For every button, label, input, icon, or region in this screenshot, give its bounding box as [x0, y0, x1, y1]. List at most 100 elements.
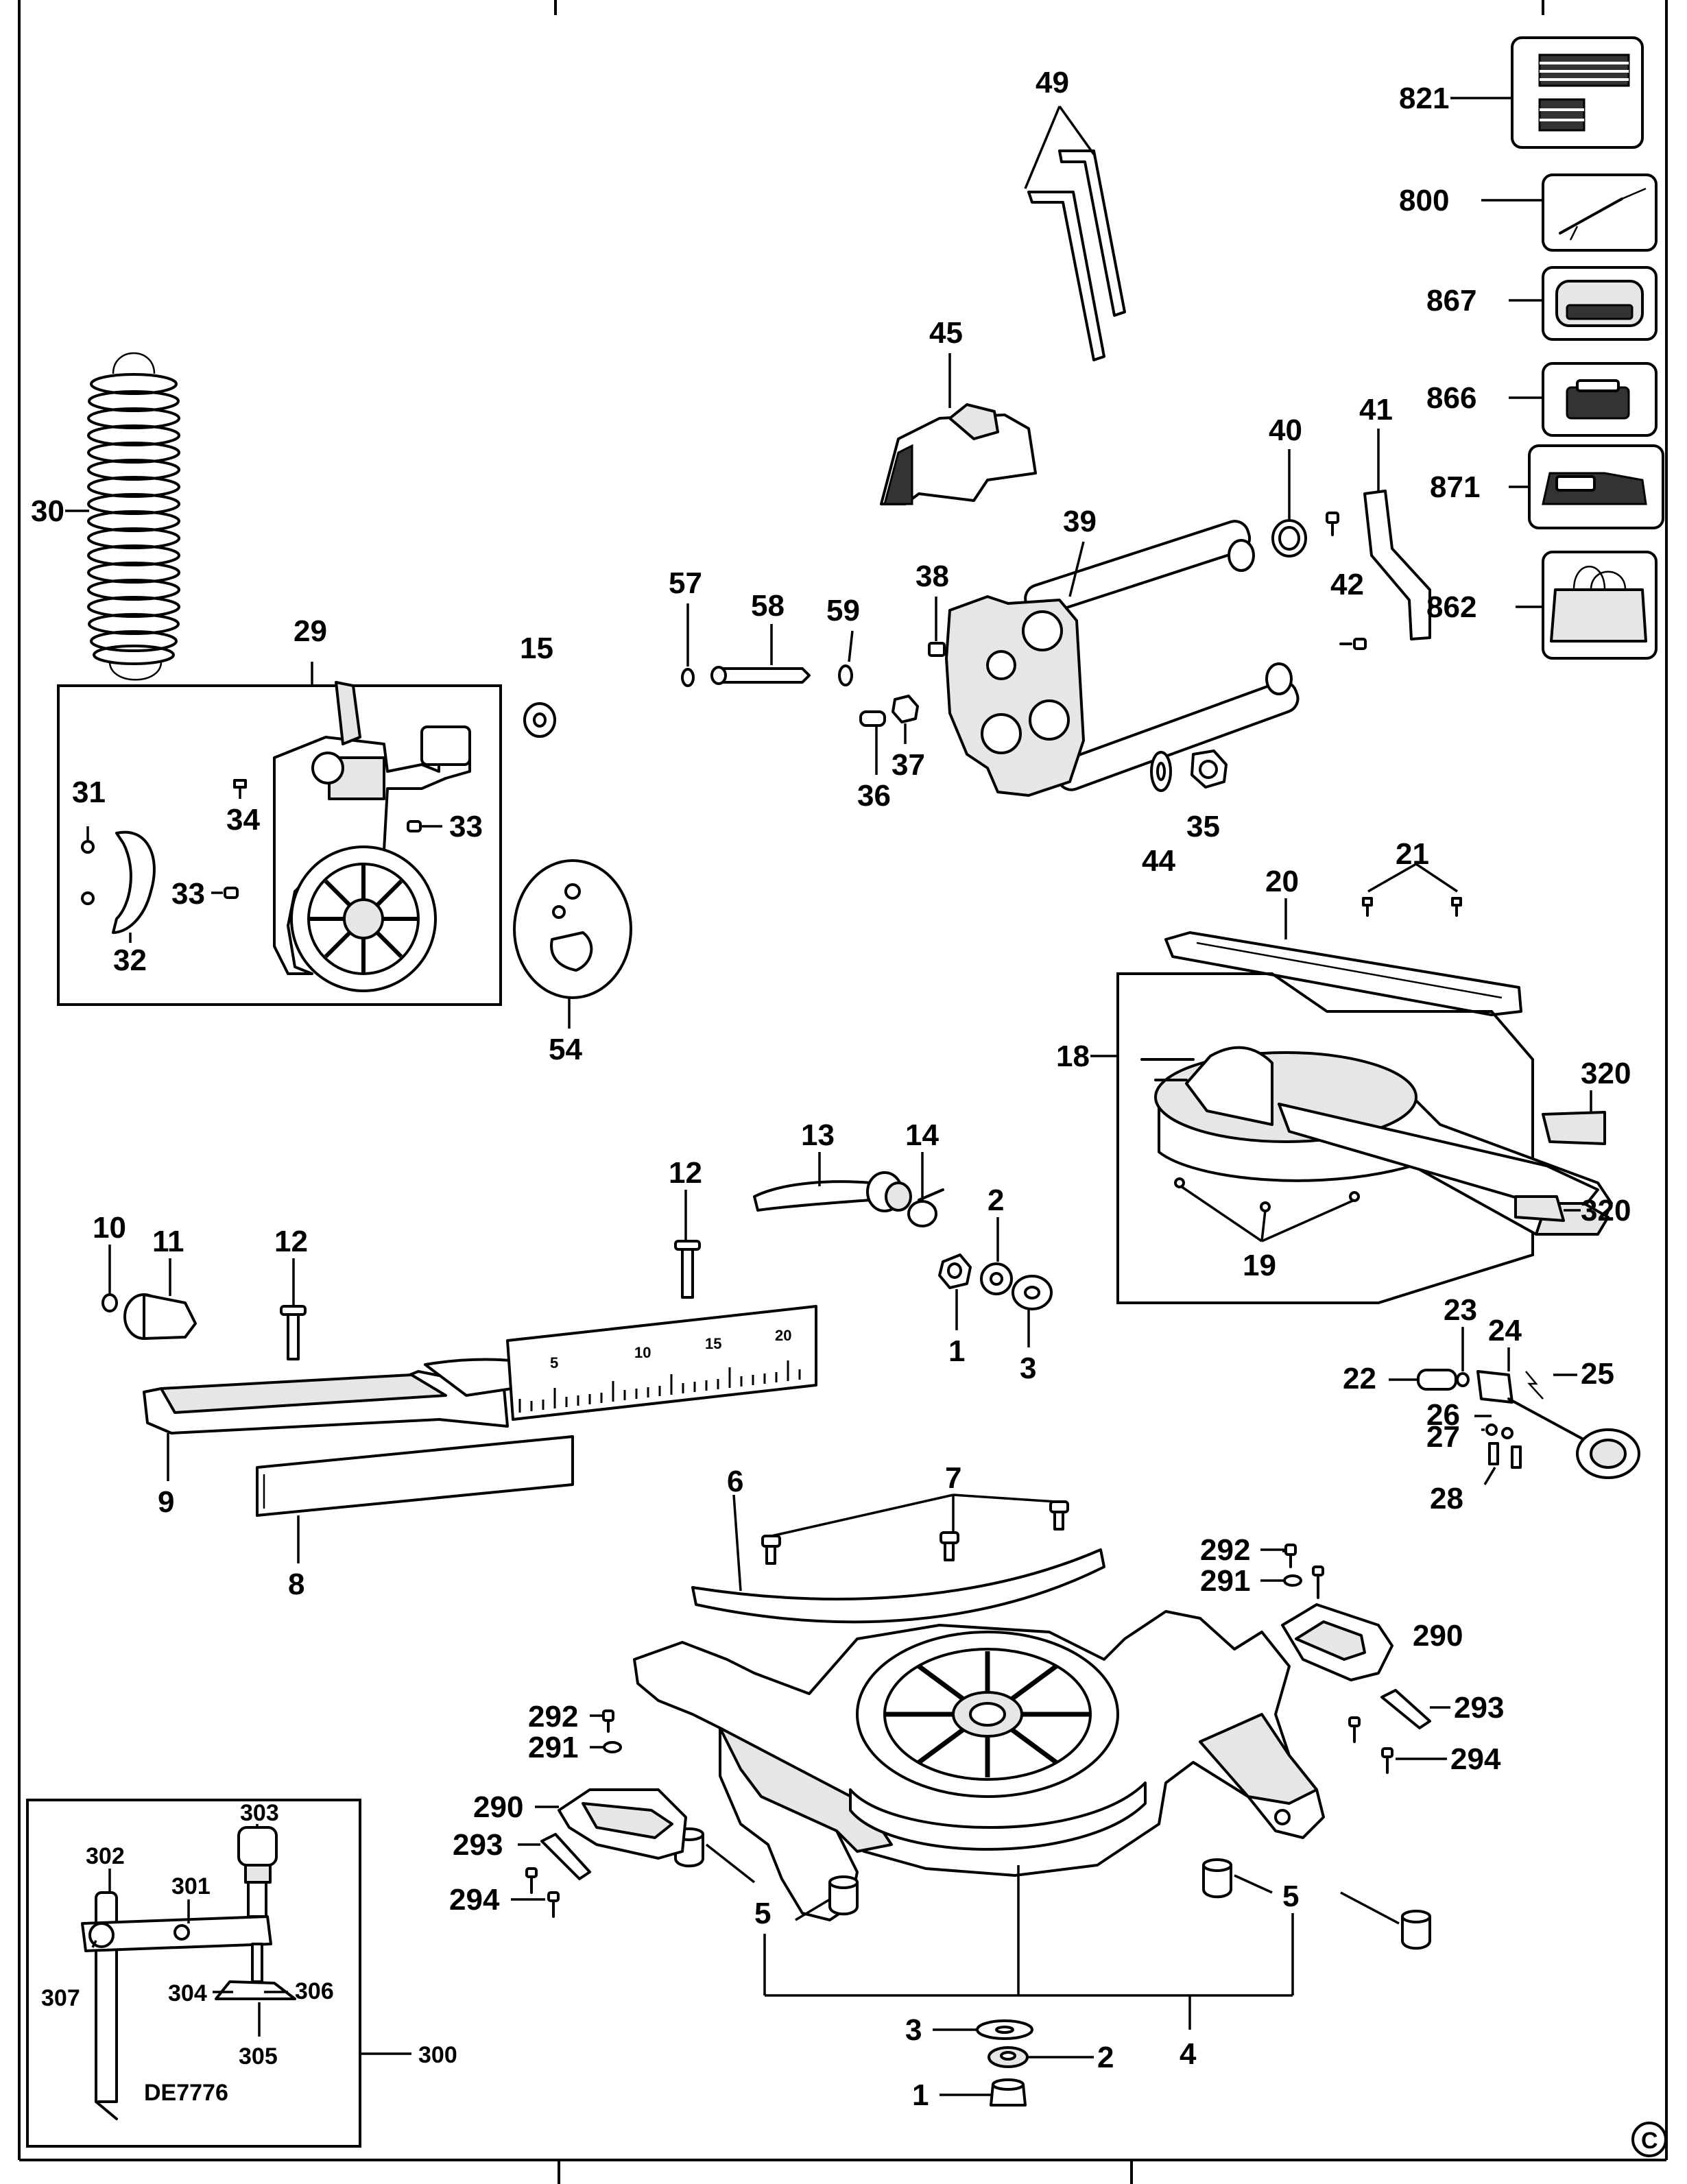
label-3b: 3	[905, 2013, 922, 2047]
washer-3b	[933, 2019, 1033, 2040]
disc-54	[513, 859, 632, 1029]
clip-59	[838, 630, 854, 686]
label-58: 58	[751, 589, 785, 623]
label-19: 19	[1243, 1249, 1276, 1282]
label-57: 57	[669, 566, 702, 600]
arm-bracket-29-box	[57, 662, 502, 1006]
scale-tick-5: 5	[550, 1354, 558, 1371]
nut-1a	[938, 1253, 972, 1330]
label-866: 866	[1426, 381, 1476, 415]
label-300: 300	[418, 2042, 457, 2068]
label-862: 862	[1426, 590, 1476, 624]
clamp-290-right	[1281, 1550, 1393, 1681]
label-7: 7	[945, 1461, 961, 1495]
label-320a: 320	[1581, 1057, 1631, 1090]
label-37: 37	[892, 748, 925, 782]
fence-9	[143, 1358, 536, 1481]
clip-293-left	[518, 1833, 591, 1880]
handle-41	[1363, 429, 1431, 640]
label-14: 14	[905, 1118, 939, 1152]
label-33b: 33	[171, 877, 205, 911]
label-867: 867	[1426, 284, 1476, 317]
scale-tick-10: 10	[634, 1344, 651, 1361]
knob-10	[101, 1245, 118, 1312]
label-8: 8	[288, 1568, 304, 1601]
insert-320a	[1542, 1090, 1606, 1145]
accessory-800-box	[1481, 173, 1658, 252]
page-frame	[18, 0, 1668, 2184]
washer-3a	[1012, 1275, 1053, 1347]
label-9: 9	[158, 1485, 174, 1519]
label-45: 45	[929, 316, 963, 350]
fence-20	[1164, 898, 1522, 1016]
scale-tick-20: 20	[775, 1327, 791, 1344]
label-2a: 2	[988, 1184, 1004, 1217]
clamp-290-left	[535, 1788, 687, 1860]
label-26: 26	[1426, 1398, 1460, 1432]
screw-294-left	[511, 1867, 560, 1918]
label-sheet-821	[1450, 36, 1644, 149]
screw-292-right	[1260, 1544, 1297, 1568]
label-5b: 5	[1282, 1880, 1299, 1913]
foot-5b	[795, 1875, 859, 1921]
label-301: 301	[171, 1873, 211, 1899]
label-6: 6	[727, 1465, 743, 1498]
clip-293-right	[1380, 1689, 1450, 1729]
label-31: 31	[72, 776, 106, 809]
base-4	[633, 1610, 1325, 1995]
scale-plate	[506, 1305, 817, 1421]
spring-30	[65, 352, 180, 681]
cam-14	[907, 1152, 944, 1227]
ring-40	[1271, 449, 1307, 557]
label-5a: 5	[754, 1897, 771, 1930]
screw-38	[928, 597, 946, 657]
label-2b: 2	[1097, 2041, 1114, 2074]
sub-fence-8	[256, 1435, 574, 1563]
battery-866-box	[1509, 362, 1658, 437]
label-871: 871	[1430, 470, 1480, 504]
screw-right-top	[1312, 1565, 1324, 1599]
label-28: 28	[1430, 1482, 1463, 1515]
label-30: 30	[31, 494, 64, 528]
label-290a: 290	[473, 1790, 523, 1824]
scale-tick-15: 15	[705, 1335, 721, 1352]
label-38: 38	[916, 560, 949, 593]
label-307: 307	[41, 1985, 80, 2011]
nut-35	[1191, 749, 1228, 789]
label-49: 49	[1036, 66, 1069, 99]
label-41: 41	[1359, 393, 1393, 427]
pin-36	[859, 710, 886, 775]
label-292b: 292	[1200, 1533, 1250, 1567]
screws-21	[1362, 863, 1462, 917]
label-44: 44	[1142, 844, 1175, 878]
washer-44	[1150, 751, 1172, 792]
label-34: 34	[226, 803, 260, 837]
label-54: 54	[549, 1033, 582, 1066]
label-25: 25	[1581, 1357, 1614, 1391]
label-22: 22	[1343, 1362, 1376, 1395]
bevel-lock-assembly	[1389, 1327, 1640, 1485]
base-4-bracket	[763, 1913, 1294, 2030]
insert-320b	[1514, 1195, 1581, 1222]
hex-keys-49	[1024, 105, 1126, 361]
bag-862-box	[1516, 551, 1658, 660]
label-294b: 294	[1450, 1742, 1501, 1776]
rail-carriage-39	[945, 520, 1300, 797]
label-303: 303	[240, 1800, 279, 1826]
label-21: 21	[1396, 837, 1429, 871]
label-1a: 1	[948, 1334, 965, 1368]
label-13: 13	[801, 1118, 835, 1152]
screw-294-right	[1348, 1716, 1447, 1774]
knob-11	[123, 1258, 197, 1340]
foot-5d	[1340, 1891, 1431, 1950]
nut-37	[892, 695, 919, 744]
label-23: 23	[1444, 1293, 1477, 1327]
label-1b: 1	[912, 2078, 929, 2112]
foot-5a	[674, 1827, 756, 1884]
label-20: 20	[1265, 865, 1299, 898]
bolt-42a	[1326, 512, 1339, 536]
label-12a: 12	[274, 1225, 308, 1258]
label-35: 35	[1186, 810, 1220, 843]
fence-scale-numbers: 5 10 15 20	[550, 1327, 791, 1371]
